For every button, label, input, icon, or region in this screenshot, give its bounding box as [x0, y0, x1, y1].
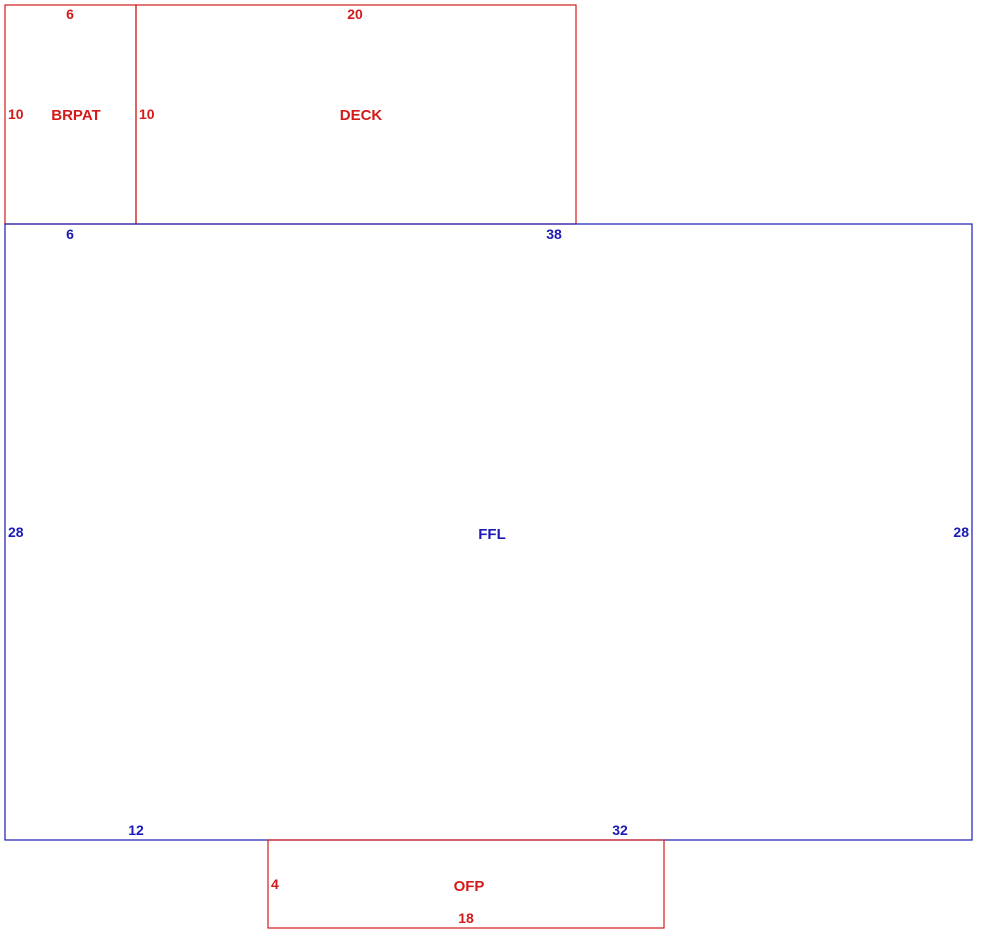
deck-dim-top: 20	[347, 6, 363, 22]
area-ofp[interactable]: OFP 4 18	[267, 839, 665, 929]
ofp-dim-left: 4	[271, 876, 279, 892]
ofp-outline	[267, 839, 665, 929]
ffl-dim-bottom-right: 32	[612, 822, 628, 838]
area-deck[interactable]: DECK 20 10	[135, 4, 577, 225]
ffl-dim-right: 28	[953, 524, 969, 540]
brpat-dim-top: 6	[66, 6, 74, 22]
brpat-label: BRPAT	[51, 107, 100, 124]
ffl-dim-left: 28	[8, 524, 24, 540]
deck-label: DECK	[340, 107, 383, 124]
ffl-dim-top-right: 38	[546, 226, 562, 242]
area-ffl[interactable]: FFL 6 38 28 28 12 32	[4, 223, 973, 841]
area-brpat[interactable]: BRPAT 6 10	[4, 4, 137, 225]
ffl-dim-top-left: 6	[66, 226, 74, 242]
ffl-dim-bottom-left: 12	[128, 822, 144, 838]
deck-dim-left: 10	[139, 106, 155, 122]
brpat-dim-left: 10	[8, 106, 24, 122]
ffl-label: FFL	[478, 526, 506, 543]
ofp-dim-bottom: 18	[458, 910, 474, 926]
ofp-label: OFP	[454, 878, 485, 895]
